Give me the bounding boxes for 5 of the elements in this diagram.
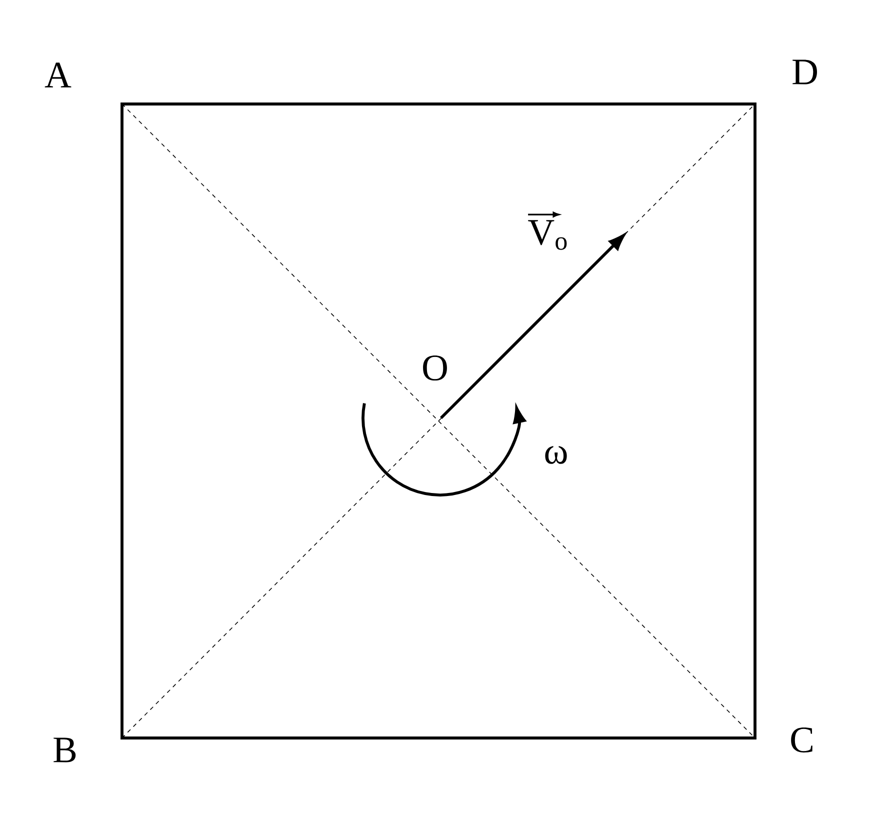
corner-label: D xyxy=(792,60,817,84)
angular-velocity-label: ω xyxy=(545,446,567,464)
corner-label: C xyxy=(791,727,812,753)
corner-label: B xyxy=(54,738,76,762)
corner-label: A xyxy=(44,62,72,88)
